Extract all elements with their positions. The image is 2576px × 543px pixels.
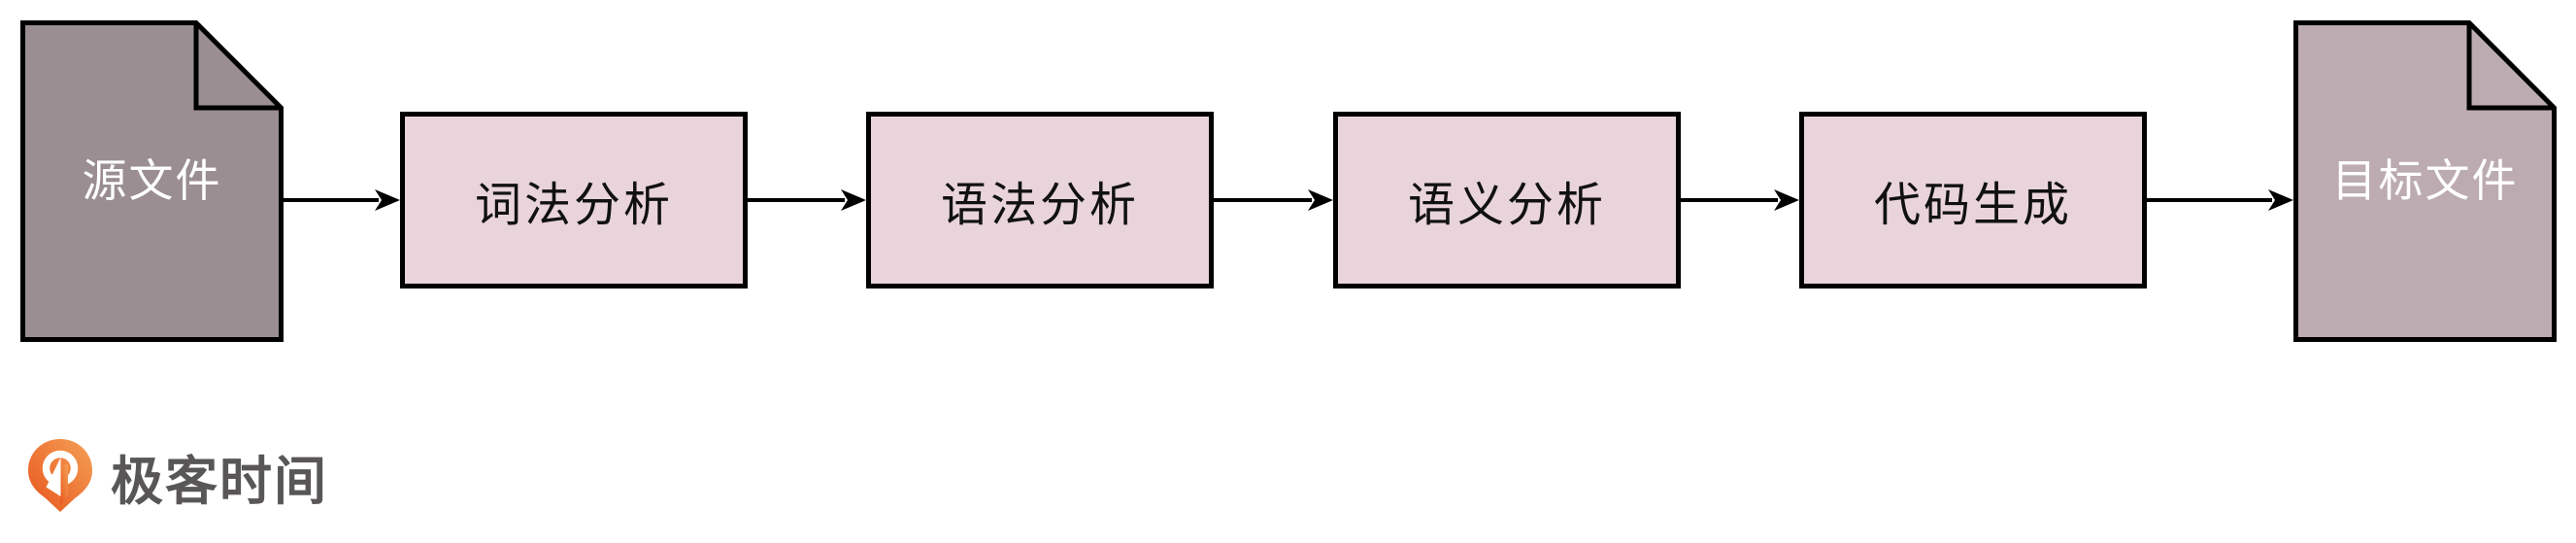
source-file-label: 源文件 [82,154,222,206]
target-file-node: 目标文件 [2293,20,2557,342]
document-fold-corner [2466,22,2555,111]
arrow-source-to-lexical [282,181,402,220]
step-box-semantic-analysis: 语义分析 [1333,112,1681,288]
document-fold-corner [193,22,282,111]
step-label: 代码生成 [1873,180,2072,231]
arrow-lexical-to-syntax [746,181,868,220]
arrowhead-icon [841,189,866,211]
arrow-codegen-to-target [2146,181,2295,220]
step-box-code-generation: 代码生成 [1799,112,2147,288]
brand-logo-text: 极客时间 [111,452,328,511]
document-shape [2293,20,2557,342]
arrow-semantic-to-codegen [1679,181,1801,220]
step-box-syntax-analysis: 语法分析 [866,112,1214,288]
arrowhead-icon [2268,189,2293,211]
arrow-syntax-to-semantic [1212,181,1335,220]
target-file-label: 目标文件 [2331,154,2519,206]
pin-flag [46,458,61,496]
brand-watermark: 极客时间 [25,435,328,517]
source-file-node: 源文件 [20,20,284,342]
step-label: 语义分析 [1407,180,1606,231]
step-box-lexical-analysis: 词法分析 [400,112,748,288]
step-label: 语法分析 [940,180,1139,231]
document-outline [20,20,284,342]
step-label: 词法分析 [474,180,673,231]
arrowhead-icon [1308,189,1333,211]
geektime-pin-icon [28,439,92,512]
document-shape [20,20,284,342]
document-outline [2293,20,2557,342]
arrowhead-icon [1774,189,1799,211]
arrowhead-icon [375,189,400,211]
pin-tail-bar [60,464,68,506]
